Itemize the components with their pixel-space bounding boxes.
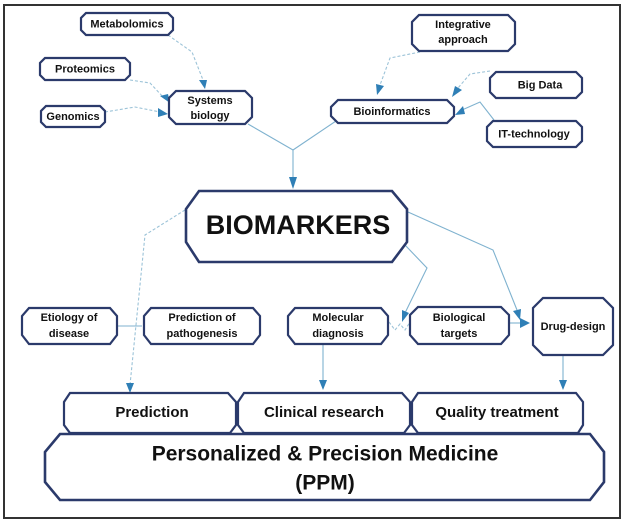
node-label: Metabolomics — [90, 18, 163, 30]
node-biological-targets: Biological targets — [408, 305, 511, 346]
node-label-line2: biology — [190, 110, 230, 122]
node-prediction: Prediction — [62, 391, 238, 435]
node-label-line2: pathogenesis — [167, 328, 238, 340]
connector-biomarkers-targets — [404, 244, 428, 314]
arrowhead-icon — [520, 318, 530, 328]
node-integrative-approach: Integrative approach — [410, 13, 517, 53]
node-biomarkers: BIOMARKERS — [184, 189, 409, 264]
arrowhead-icon — [319, 380, 327, 390]
node-label: Prediction — [115, 404, 188, 421]
node-label: Quality treatment — [435, 404, 558, 421]
node-label-line2: (PPM) — [295, 472, 355, 495]
node-prediction-of-pathogenesis: Prediction of pathogenesis — [142, 306, 262, 346]
node-label-line1: Systems — [187, 95, 232, 107]
arrowhead-icon — [559, 380, 567, 390]
node-drug-design: Drug-design — [531, 296, 615, 357]
arrowhead-icon — [289, 177, 297, 189]
connector-molecular-targets — [388, 321, 411, 331]
arrowhead-icon — [402, 310, 409, 322]
node-label: Clinical research — [264, 404, 384, 421]
connector-biomarkers-prediction — [129, 209, 186, 386]
node-it-technology: IT-technology — [485, 119, 584, 149]
node-label: IT-technology — [498, 128, 570, 140]
node-label-line1: Molecular — [312, 312, 364, 324]
node-label-line1: Etiology of — [41, 312, 98, 324]
arrowhead-icon — [455, 106, 465, 115]
connector-bigdata-bioinformatics — [457, 70, 491, 89]
node-clinical-research: Clinical research — [236, 391, 412, 435]
node-label-line1: Integrative — [435, 19, 491, 31]
node-bioinformatics: Bioinformatics — [329, 98, 456, 125]
arrowhead-icon — [513, 309, 521, 320]
node-systems-biology: Systems biology — [167, 89, 254, 126]
connector-proteomics-systems-biology — [129, 79, 165, 99]
node-label-line2: approach — [438, 34, 488, 46]
node-quality-treatment: Quality treatment — [410, 391, 585, 435]
connector-systems-biology-merge — [247, 123, 294, 151]
node-metabolomics: Metabolomics — [79, 11, 175, 37]
arrowhead-icon — [158, 108, 168, 117]
connectors — [104, 34, 567, 393]
node-label: BIOMARKERS — [206, 210, 391, 240]
node-label-line2: targets — [441, 328, 478, 340]
node-label-line1: Biological — [433, 312, 486, 324]
connector-it-bioinformatics — [461, 101, 495, 121]
node-big-data: Big Data — [488, 70, 584, 100]
node-label-line2: disease — [49, 328, 89, 340]
arrowhead-icon — [126, 383, 134, 393]
arrowhead-icon — [199, 80, 207, 89]
node-label: Proteomics — [55, 63, 115, 75]
arrowhead-icon — [160, 94, 170, 103]
connector-bioinformatics-merge — [292, 120, 337, 151]
arrowhead-icon — [376, 84, 384, 95]
node-molecular-diagnosis: Molecular diagnosis — [286, 306, 390, 346]
node-ppm: Personalized & Precision Medicine (PPM) — [43, 432, 606, 502]
arrowhead-icon — [452, 86, 462, 97]
node-label: Drug-design — [541, 321, 606, 333]
node-label: Bioinformatics — [353, 106, 430, 118]
connector-biomarkers-drug-design — [407, 211, 518, 311]
node-label: Genomics — [46, 111, 99, 123]
node-proteomics: Proteomics — [38, 56, 132, 82]
node-label-line1: Prediction of — [168, 312, 236, 324]
node-label: Big Data — [518, 79, 564, 91]
connector-metabolomics-systems-biology — [167, 34, 204, 81]
node-label-line2: diagnosis — [312, 328, 363, 340]
node-label-line1: Personalized & Precision Medicine — [152, 443, 499, 466]
node-genomics: Genomics — [39, 104, 107, 129]
connector-genomics-systems-biology — [104, 106, 161, 113]
connector-integrative-bioinformatics — [379, 51, 421, 86]
node-etiology-of-disease: Etiology of disease — [20, 306, 119, 346]
